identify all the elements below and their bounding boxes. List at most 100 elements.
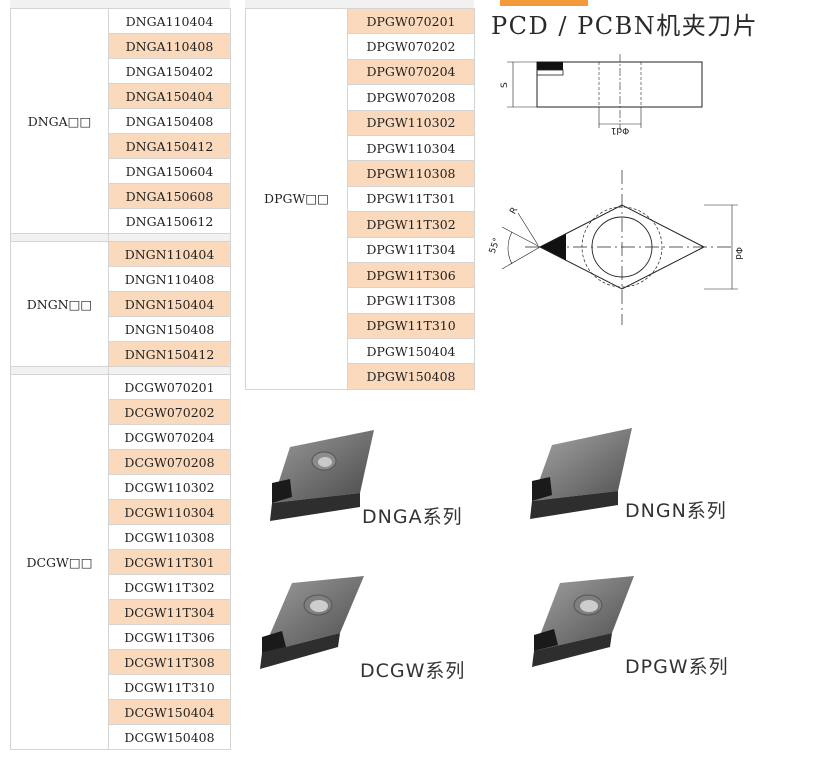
table-row: DNGA150408: [11, 108, 231, 134]
model-code-cell: DPGW11T308: [347, 287, 475, 314]
radius-label: R: [508, 206, 520, 216]
right-table-top-strip: [245, 0, 474, 8]
group-name-cell: DCGW□□: [10, 374, 109, 750]
model-code-cell: DCGW070204: [108, 424, 231, 450]
left-table-top-strip: [10, 0, 230, 8]
model-code-cell: DCGW070208: [108, 449, 231, 475]
table-row: DNGN150408: [11, 316, 231, 342]
table-row: DCGW110304: [11, 499, 231, 525]
dpgw-insert-image: [532, 576, 634, 667]
model-code-cell: DPGW070204: [347, 58, 475, 86]
table-row: DCGW150408: [11, 724, 231, 750]
model-code-cell: DNGA150608: [108, 183, 231, 209]
model-code-cell: DNGN150404: [108, 291, 231, 317]
dcgw-series-label: DCGW系列: [360, 660, 466, 682]
model-code-cell: DNGN110404: [108, 241, 231, 267]
table-row: DPGW11T301: [246, 185, 475, 213]
model-code-cell: DPGW150404: [347, 338, 475, 365]
dcgw-insert-image: [260, 576, 364, 669]
angle-label: 55°: [488, 237, 503, 255]
table-row: DNGA150608: [11, 183, 231, 209]
table-row: DCGW11T304: [11, 599, 231, 625]
side-view-drawing: S Φd1: [500, 54, 703, 135]
table-row: DCGW070202: [11, 399, 231, 425]
model-code-cell: DPGW11T304: [347, 236, 475, 263]
model-code-cell: DNGA150404: [108, 83, 231, 109]
table-row: DCGW070208: [11, 449, 231, 475]
model-code-cell: DCGW150404: [108, 699, 231, 725]
model-code-cell: DNGN150408: [108, 316, 231, 342]
table-row: DPGW11T308: [246, 287, 475, 314]
table-row: DPGW150404: [246, 338, 475, 365]
model-code-cell: DCGW070201: [108, 374, 231, 400]
model-code-cell: DPGW11T302: [347, 211, 475, 238]
table-row: DNGN150412: [11, 341, 231, 367]
table-row: DNGA□□DNGA110404: [10, 8, 231, 234]
table-row: DPGW070208: [246, 84, 475, 111]
table-row: DPGW110302: [246, 109, 475, 136]
top-view-drawing: Φd 55° R: [488, 170, 743, 325]
table-row: DCGW□□DCGW070201: [10, 374, 231, 750]
model-code-cell: DPGW070202: [347, 33, 475, 60]
table-row: DPGW070202: [246, 33, 475, 60]
dngn-series-label: DNGN系列: [625, 500, 727, 522]
model-code-cell: DCGW11T302: [108, 574, 231, 600]
model-code-cell: DCGW110304: [108, 499, 231, 525]
model-code-cell: DPGW110308: [347, 160, 475, 187]
inscribed-diameter-label: Φd: [733, 247, 743, 260]
group-name-cell: DNGN□□: [10, 241, 109, 367]
table-row: DNGA150604: [11, 158, 231, 184]
model-code-cell: DPGW11T310: [347, 312, 475, 340]
dnga-series-label: DNGA系列: [362, 506, 463, 528]
table-row: DNGA150612: [11, 208, 231, 234]
table-row: DPGW110308: [246, 160, 475, 187]
table-row: DPGW150408: [246, 363, 475, 390]
model-code-cell: DCGW11T301: [108, 549, 231, 575]
model-code-cell: DCGW110308: [108, 524, 231, 550]
table-row: DNGA150404: [11, 83, 231, 109]
model-code-cell: DNGA150402: [108, 58, 231, 84]
model-code-cell: DCGW110302: [108, 474, 231, 500]
model-code-cell: DPGW110302: [347, 109, 475, 136]
separator-cell: [108, 233, 231, 242]
model-code-cell: DPGW070201: [347, 7, 475, 35]
model-code-cell: DNGA150412: [108, 133, 231, 159]
model-code-cell: DPGW11T301: [347, 185, 475, 213]
group-name-cell: DPGW□□: [245, 8, 348, 390]
model-code-cell: DPGW150408: [347, 363, 475, 390]
separator-cell: [108, 366, 231, 375]
model-code-cell: DNGA150604: [108, 158, 231, 184]
model-code-cell: DCGW11T306: [108, 624, 231, 650]
hole-diameter-label: Φd1: [611, 125, 630, 135]
accent-tab: [500, 0, 588, 6]
model-code-cell: DNGA110404: [108, 8, 231, 34]
model-code-cell: DNGN110408: [108, 266, 231, 292]
model-code-cell: DCGW11T310: [108, 674, 231, 700]
group-name-cell: DNGA□□: [10, 8, 109, 234]
model-code-cell: DCGW150408: [108, 724, 231, 750]
model-code-cell: DCGW070202: [108, 399, 231, 425]
model-code-cell: DNGA150408: [108, 108, 231, 134]
model-code-cell: DPGW070208: [347, 84, 475, 111]
table-row: DPGW11T310: [246, 312, 475, 340]
table-row: DNGN□□DNGN110404: [10, 241, 231, 367]
table-row: DPGW110304: [246, 134, 475, 162]
dnga-insert-image: [270, 430, 374, 521]
table-row: DCGW110308: [11, 524, 231, 550]
model-code-cell: DPGW110304: [347, 134, 475, 162]
table-row: DPGW11T302: [246, 211, 475, 238]
table-row: DPGW11T306: [246, 261, 475, 289]
model-code-cell: DNGA150612: [108, 208, 231, 234]
model-code-cell: DCGW11T308: [108, 649, 231, 675]
dpgw-series-label: DPGW系列: [625, 656, 729, 678]
table-row: DCGW150404: [11, 699, 231, 725]
model-code-cell: DCGW11T304: [108, 599, 231, 625]
group-separator: [10, 366, 231, 375]
separator-cell: [10, 233, 109, 242]
table-row: DCGW11T306: [11, 624, 231, 650]
table-row: DPGW□□DPGW070201: [245, 7, 475, 390]
separator-cell: [10, 366, 109, 375]
table-row: DNGA150412: [11, 133, 231, 159]
